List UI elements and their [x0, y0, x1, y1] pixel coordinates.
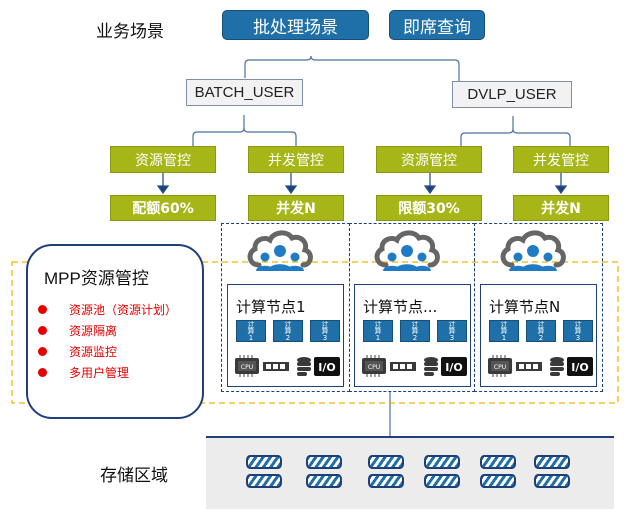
hardware-icons: CPU I/O	[485, 355, 595, 377]
svg-text:I/O: I/O	[445, 361, 462, 374]
storage-disk-icon	[480, 455, 516, 469]
cloud-users-icon	[372, 229, 442, 277]
arrow-down-icon	[423, 185, 437, 195]
control-concurrency-batch[interactable]: 并发管控	[248, 146, 344, 173]
database-icon	[297, 357, 311, 376]
compute-node-title: 计算节点...	[363, 298, 438, 316]
mpp-item: 资源池（资源计划）	[38, 299, 177, 320]
arrow-down-icon	[554, 185, 568, 195]
business-scenario-label: 业务场景	[96, 22, 164, 42]
storage-disk-icon	[534, 455, 570, 469]
storage-area	[206, 436, 614, 509]
compute-node-title: 计算节点N	[489, 298, 561, 316]
bullet-icon	[38, 326, 47, 335]
control-resource-dvlp[interactable]: 资源管控	[376, 146, 482, 173]
compute-node[interactable]: 计算节点... 计 算 1 计 算 2 计 算 3 CPU	[354, 284, 471, 387]
node-column-n	[474, 223, 603, 392]
compute-unit: 计 算 3	[563, 320, 593, 342]
memory-icon	[263, 362, 289, 371]
cpu-icon: CPU	[362, 355, 386, 377]
result-concurrency-n-dvlp: 并发N	[513, 195, 609, 221]
bullet-icon	[38, 368, 47, 377]
svg-text:I/O: I/O	[571, 361, 588, 374]
mpp-items-list: 资源池（资源计划） 资源隔离 资源监控 多用户管理	[38, 299, 177, 383]
compute-unit: 计 算 3	[310, 320, 340, 342]
storage-disk-icon	[306, 474, 342, 488]
compute-node[interactable]: 计算节点N 计 算 1 计 算 2 计 算 3 CPU	[480, 284, 597, 387]
storage-disk-icon	[534, 474, 570, 488]
cpu-icon: CPU	[235, 355, 259, 377]
svg-text:I/O: I/O	[318, 361, 335, 374]
mpp-resource-panel: MPP资源管控 资源池（资源计划） 资源隔离 资源监控 多用户管理	[26, 244, 204, 419]
brace-scenarios	[244, 55, 460, 82]
storage-disk-icon	[306, 455, 342, 469]
storage-disk-icon	[246, 474, 282, 488]
mpp-item: 资源监控	[38, 341, 177, 362]
memory-icon	[516, 362, 542, 371]
io-icon: I/O	[567, 357, 593, 376]
mpp-item: 资源隔离	[38, 320, 177, 341]
result-concurrency-n-batch: 并发N	[248, 195, 344, 221]
result-limit-30: 限额30%	[376, 195, 482, 221]
storage-area-label: 存储区域	[100, 466, 168, 486]
compute-node-title: 计算节点1	[236, 298, 306, 316]
mpp-title: MPP资源管控	[44, 269, 149, 288]
storage-disk-icon	[480, 474, 516, 488]
svg-text:CPU: CPU	[368, 364, 380, 371]
cpu-icon: CPU	[488, 355, 512, 377]
storage-disk-icon	[424, 455, 460, 469]
database-icon	[424, 357, 438, 376]
compute-unit: 计 算 1	[363, 320, 393, 342]
scenario-adhoc-query-button[interactable]: 即席查询	[389, 10, 485, 40]
hardware-icons: CPU I/O	[359, 355, 469, 377]
database-icon	[550, 357, 564, 376]
control-concurrency-dvlp[interactable]: 并发管控	[513, 146, 609, 173]
storage-disk-icon	[424, 474, 460, 488]
storage-disk-icon	[246, 455, 282, 469]
compute-unit: 计 算 2	[273, 320, 303, 342]
compute-unit: 计 算 3	[437, 320, 467, 342]
user-batch[interactable]: BATCH_USER	[186, 79, 303, 106]
brace-dvlp-user	[460, 116, 571, 148]
compute-unit: 计 算 1	[489, 320, 519, 342]
compute-unit: 计 算 1	[236, 320, 266, 342]
compute-unit: 计 算 2	[526, 320, 556, 342]
scenario-batch-button[interactable]: 批处理场景	[222, 10, 369, 40]
arrow-down-icon	[156, 185, 170, 195]
brace-batch-user	[192, 115, 297, 148]
mpp-item: 多用户管理	[38, 362, 177, 383]
compute-node[interactable]: 计算节点1 计 算 1 计 算 2 计 算 3 CPU	[227, 284, 344, 387]
mpp-region-border	[11, 261, 619, 404]
bullet-icon	[38, 347, 47, 356]
memory-icon	[390, 362, 416, 371]
result-quota-60: 配额60%	[110, 195, 216, 221]
svg-text:CPU: CPU	[241, 364, 253, 371]
svg-text:CPU: CPU	[494, 364, 506, 371]
io-icon: I/O	[441, 357, 467, 376]
cloud-users-icon	[245, 229, 315, 277]
user-dvlp[interactable]: DVLP_USER	[452, 81, 572, 108]
storage-disk-icon	[368, 455, 404, 469]
cloud-users-icon	[498, 229, 568, 277]
compute-unit: 计 算 2	[400, 320, 430, 342]
arrow-down-icon	[284, 185, 298, 195]
bullet-icon	[38, 305, 47, 314]
storage-disk-icon	[368, 474, 404, 488]
control-resource-batch[interactable]: 资源管控	[110, 146, 216, 173]
io-icon: I/O	[314, 357, 340, 376]
hardware-icons: CPU I/O	[232, 355, 342, 377]
